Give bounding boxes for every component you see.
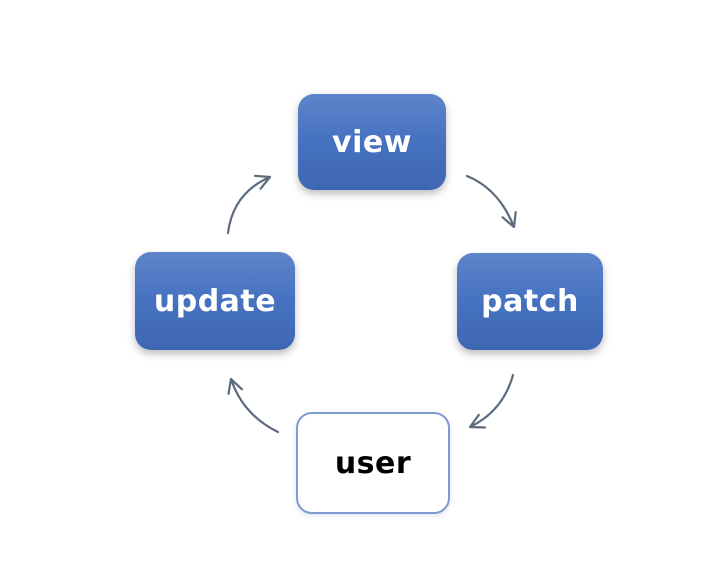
- arrow-update-to-view: [226, 174, 272, 235]
- arrow-patch-to-user: [468, 373, 515, 429]
- node-view: view: [298, 94, 446, 190]
- arrow-view-to-patch: [465, 174, 517, 229]
- node-update-label: update: [153, 283, 277, 319]
- node-update: update: [135, 252, 295, 350]
- node-patch-label: patch: [481, 284, 579, 319]
- node-user-label: user: [334, 445, 412, 481]
- node-view-label: view: [332, 124, 412, 160]
- node-patch: patch: [457, 253, 603, 350]
- node-user: user: [296, 412, 450, 514]
- arrow-user-to-update: [227, 377, 280, 434]
